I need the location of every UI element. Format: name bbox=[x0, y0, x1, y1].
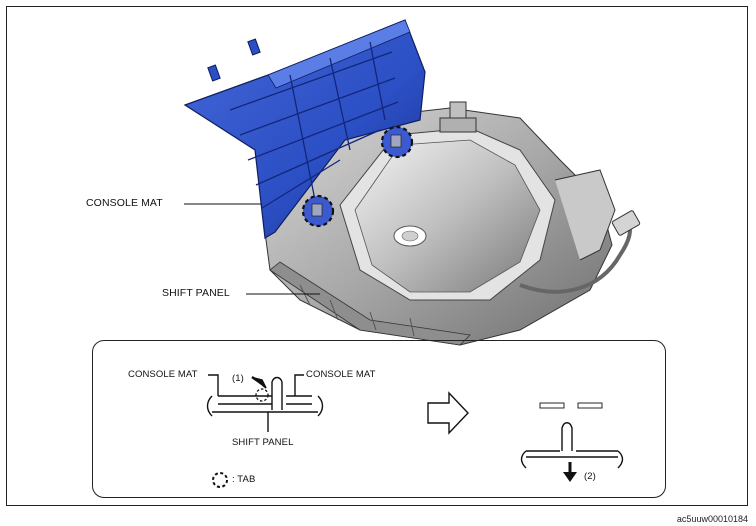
inset-console-mat-right-label: CONSOLE MAT bbox=[306, 369, 376, 380]
inset-shift-panel-label: SHIFT PANEL bbox=[232, 437, 294, 448]
console-mat-shape bbox=[183, 19, 426, 239]
tab-legend-icon bbox=[212, 472, 228, 488]
console-mat-label: CONSOLE MAT bbox=[86, 197, 163, 209]
shift-panel-label: SHIFT PANEL bbox=[162, 287, 230, 299]
tab-legend-label: : TAB bbox=[232, 474, 256, 485]
transition-arrow-icon bbox=[427, 391, 469, 435]
inset-console-mat-left-label: CONSOLE MAT bbox=[128, 369, 198, 380]
step-1-label: (1) bbox=[232, 373, 244, 384]
down-arrow-icon bbox=[563, 462, 577, 482]
figure-frame bbox=[6, 6, 748, 506]
tab-marker-right bbox=[380, 125, 414, 159]
section-after bbox=[520, 402, 624, 469]
detail-inset bbox=[92, 340, 666, 498]
section-before bbox=[206, 374, 324, 432]
tab-highlight-small bbox=[255, 388, 269, 402]
tab-marker-left bbox=[301, 194, 335, 228]
step-2-label: (2) bbox=[584, 471, 596, 482]
figure-code: ac5uuw00010184 bbox=[676, 514, 748, 524]
shift-panel-shape bbox=[261, 101, 641, 346]
